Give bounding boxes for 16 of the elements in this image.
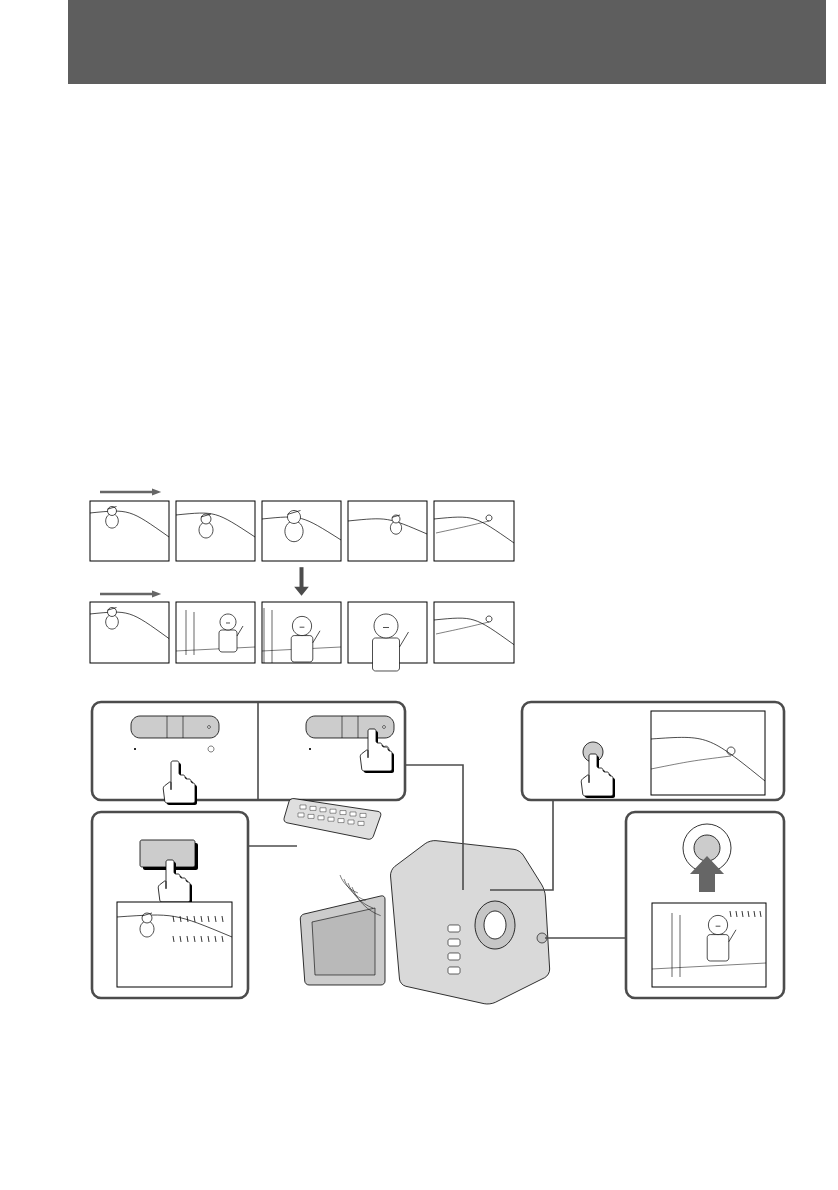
connector-line: [544, 937, 627, 939]
video-frame-drawing: [433, 500, 515, 562]
video-frame-drawing: [89, 601, 170, 664]
video-frame-drawing: [261, 500, 342, 562]
connector-line: [247, 845, 298, 847]
video-frame-drawing: [347, 601, 428, 672]
remote-control-drawing: [283, 798, 382, 840]
camcorder-drawing: [299, 840, 551, 1005]
video-frame-drawing: [347, 500, 428, 562]
video-frame-drawing: [89, 500, 170, 562]
video-frame-drawing: [175, 601, 256, 664]
connector-line: [404, 764, 464, 891]
video-frame-drawing: [261, 601, 342, 664]
video-frame-drawing: [433, 601, 515, 664]
connector-line: [489, 799, 554, 891]
video-frame-drawing: [175, 500, 256, 562]
